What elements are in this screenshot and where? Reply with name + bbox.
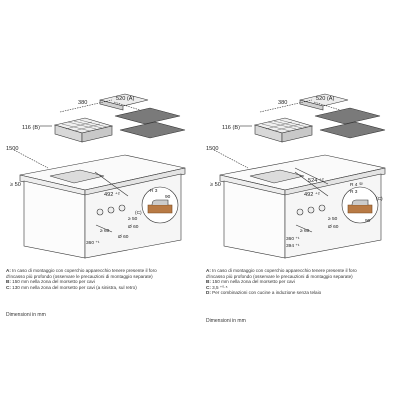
label-116: 116 (B) <box>22 125 40 131</box>
left-unit-caption: Dimensioni in mm <box>6 312 46 318</box>
label-492: 492 ⁺² <box>104 191 120 198</box>
cooktop-appliance-side <box>281 125 313 143</box>
label-90: 90 <box>165 194 171 200</box>
left-note-c: C: 130 mm nella zona del morsetto per ca… <box>6 284 137 290</box>
right-note-a: A: In caso di montaggio con coperchio ap… <box>206 268 357 273</box>
control-knob-1 <box>296 208 304 216</box>
label-520: 520 (A) <box>116 96 134 102</box>
left-diagram-panel: 380 520 (A) 116 (B) 1500 ≥ 50 492 ⁺² 90 … <box>6 93 194 318</box>
right-note-a-cont: d'incasso più profondo (osservare le pre… <box>206 273 353 279</box>
label-380: 380 <box>278 100 287 106</box>
dim-line-524 <box>294 167 329 185</box>
label-1500: 1500 <box>6 146 18 152</box>
label-524: 524 ⁺² <box>308 177 324 184</box>
label-min-50b: ≥ 50 <box>328 216 338 222</box>
cutout-opening <box>249 169 305 184</box>
cutout-opening <box>49 169 105 184</box>
right-unit-caption: Dimensioni in mm <box>206 318 246 324</box>
label-dia-60b: Ø 60 <box>118 234 129 240</box>
cutout-radius-detail <box>151 199 169 206</box>
label-r3: R 3 <box>150 188 158 194</box>
dim-line-492 <box>94 171 129 197</box>
left-note-b: B: 150 mm nella zona del morsetto per ca… <box>6 279 95 285</box>
countertop-side-edge <box>84 167 186 197</box>
label-380: 380 <box>78 100 87 106</box>
cooktop-grate <box>261 119 308 132</box>
control-knob-2 <box>107 206 115 214</box>
left-note-a: A: In caso di montaggio con coperchio ap… <box>6 268 157 273</box>
dim-line-360 <box>295 224 313 233</box>
right-diagram-panel: 380 520 (A) 116 (B) 1500 ≥ 50 524 ⁺² 492… <box>200 0 400 400</box>
label-min-60: ≥ 60 <box>100 228 110 234</box>
label-360: 360 ⁺¹ <box>286 236 300 242</box>
cooktop-grate <box>61 119 108 132</box>
label-dia-60a: Ø 60 <box>128 224 139 230</box>
right-note-b: B: 150 mm nella zona del morsetto per ca… <box>206 279 295 285</box>
right-footnotes: A: In caso di montaggio con coperchio ap… <box>206 268 394 296</box>
dim-line-520 <box>313 101 341 111</box>
dim-line-520 <box>113 101 141 111</box>
label-492: 492 ⁺² <box>304 191 320 198</box>
label-r4: R 4 ⁽ᴰ⁾ <box>350 182 363 188</box>
label-90: 90 <box>365 218 371 224</box>
label-c: (C) <box>376 196 383 202</box>
left-footnotes: A: In caso di montaggio con coperchio ap… <box>6 268 194 290</box>
countertop-side-edge <box>284 167 386 197</box>
label-1500: 1500 <box>206 146 218 152</box>
griddle-plate-2 <box>319 121 386 139</box>
cooktop-appliance-side <box>81 125 113 143</box>
label-dia-60: Ø 60 <box>328 224 339 230</box>
right-diagram-drawing: 380 520 (A) 116 (B) 1500 ≥ 50 524 ⁺² 492… <box>206 93 386 259</box>
dim-line-380 <box>259 99 313 113</box>
label-c: (C) <box>135 210 142 216</box>
worktop-section-detail <box>147 204 173 214</box>
label-520: 520 (A) <box>316 96 334 102</box>
right-note-d: D: Per combinazioni con cucine a induzio… <box>206 290 322 296</box>
label-min-60: ≥ 60 <box>300 228 310 234</box>
worktop-section-detail <box>347 204 373 214</box>
label-r3: R 3 <box>350 189 358 195</box>
dim-line-380 <box>59 99 113 113</box>
label-min-50b: ≥ 50 <box>128 216 138 222</box>
control-knob-3 <box>318 204 326 212</box>
dim-line-360 <box>95 224 113 233</box>
control-knob-2 <box>307 206 315 214</box>
label-min-50: ≥ 50 <box>210 182 221 188</box>
griddle-plate-1 <box>114 107 181 125</box>
label-min-50: ≥ 50 <box>10 182 21 188</box>
left-note-a-cont: d'incasso più profondo (osservare le pre… <box>6 273 153 279</box>
griddle-plate-1 <box>314 107 381 125</box>
griddle-plate-2 <box>119 121 186 139</box>
label-394: 394 ⁺¹ <box>286 243 300 249</box>
cutout-radius-detail <box>351 199 369 206</box>
label-116: 116 (B) <box>222 125 240 131</box>
control-knob-3 <box>118 204 126 212</box>
left-diagram-drawing: 380 520 (A) 116 (B) 1500 ≥ 50 492 ⁺² 90 … <box>6 93 186 259</box>
label-360: 360 ⁺¹ <box>86 240 100 246</box>
dim-line-492 <box>294 171 329 197</box>
dim-line-1500 <box>13 149 49 169</box>
right-note-c: C: 3,5 ⁺⁰·⁵ <box>206 284 228 290</box>
dim-line-1500 <box>213 149 249 169</box>
control-knob-1 <box>96 208 104 216</box>
